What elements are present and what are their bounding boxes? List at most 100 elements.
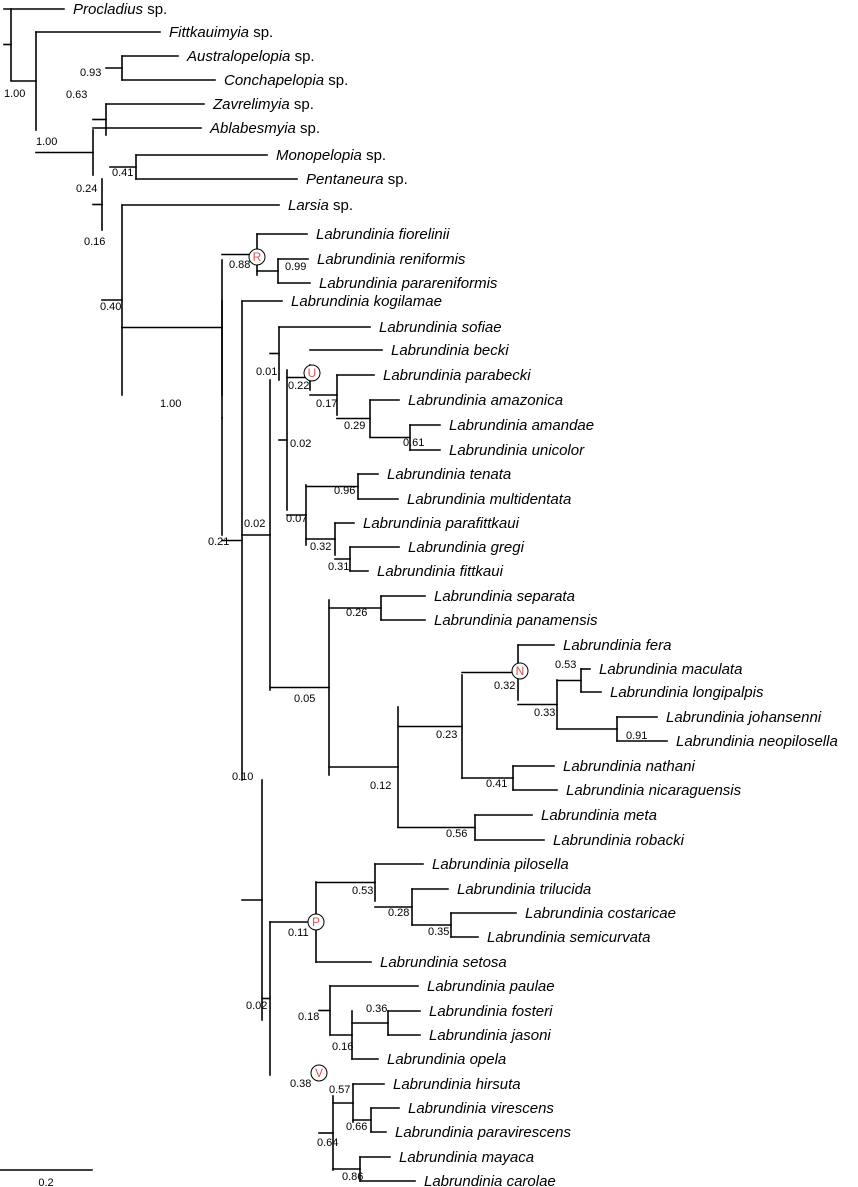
tip-label: Fittkauimyia sp. bbox=[169, 24, 273, 41]
tip-labels: Procladius sp.Fittkauimyia sp.Australope… bbox=[73, 1, 838, 1187]
clade-marker-circle bbox=[310, 1064, 328, 1082]
taxon-name: Larsia bbox=[288, 197, 329, 214]
taxon-epithet: sp. bbox=[290, 48, 314, 65]
support-value: 0.21 bbox=[208, 536, 229, 548]
tip-label: Labrundinia carolae bbox=[424, 1173, 556, 1187]
tip-label: Labrundinia separata bbox=[434, 588, 575, 605]
taxon-name: Labrundinia mayaca bbox=[399, 1149, 534, 1166]
taxon-name: Labrundinia fosteri bbox=[429, 1003, 553, 1020]
taxon-name: Labrundinia nicaraguensis bbox=[566, 782, 742, 799]
taxon-name: Labrundinia maculata bbox=[599, 661, 742, 678]
support-value: 0.33 bbox=[534, 707, 555, 719]
support-value: 0.11 bbox=[288, 927, 309, 939]
support-value: 0.12 bbox=[370, 780, 391, 792]
support-value: 1.00 bbox=[4, 88, 25, 100]
taxon-name: Labrundinia parabecki bbox=[383, 367, 531, 384]
taxon-epithet: sp. bbox=[384, 171, 408, 188]
support-value: 0.16 bbox=[84, 236, 105, 248]
tip-label: Labrundinia jasoni bbox=[429, 1027, 551, 1044]
taxon-name: Labrundinia reniformis bbox=[317, 251, 466, 268]
tip-label: Larsia sp. bbox=[288, 197, 353, 214]
tip-label: Labrundinia setosa bbox=[380, 954, 507, 971]
tip-label: Labrundinia nathani bbox=[563, 758, 695, 775]
support-value: 0.86 bbox=[342, 1171, 363, 1183]
taxon-name: Procladius bbox=[73, 1, 144, 18]
taxon-name: Pentaneura bbox=[306, 171, 384, 188]
tip-label: Labrundinia pilosella bbox=[432, 856, 569, 873]
support-value: 0.16 bbox=[332, 1041, 353, 1053]
support-value: 0.23 bbox=[436, 729, 457, 741]
taxon-name: Labrundinia costaricae bbox=[525, 905, 676, 922]
taxon-name: Ablabesmyia bbox=[209, 120, 296, 137]
taxon-name: Monopelopia bbox=[276, 147, 362, 164]
support-values: 1.001.000.240.160.630.930.410.401.000.88… bbox=[4, 67, 647, 1183]
taxon-name: Labrundinia johansenni bbox=[666, 709, 822, 726]
tip-label: Labrundinia fera bbox=[563, 637, 671, 654]
support-value: 0.66 bbox=[346, 1121, 367, 1133]
support-value: 0.31 bbox=[328, 561, 349, 573]
taxon-name: Labrundinia unicolor bbox=[449, 442, 585, 459]
support-value: 0.40 bbox=[100, 301, 121, 313]
support-value: 0.29 bbox=[344, 420, 365, 432]
taxon-name: Labrundinia semicurvata bbox=[487, 929, 650, 946]
tip-label: Zavrelimyia sp. bbox=[212, 96, 314, 113]
taxon-name: Labrundinia fiorelinii bbox=[316, 226, 450, 243]
tip-label: Labrundinia hirsuta bbox=[393, 1076, 521, 1093]
tip-label: Monopelopia sp. bbox=[276, 147, 386, 164]
taxon-name: Labrundinia fera bbox=[563, 637, 671, 654]
tree-branches bbox=[3, 8, 668, 1182]
support-value: 0.17 bbox=[316, 398, 337, 410]
taxon-name: Labrundinia multidentata bbox=[407, 491, 571, 508]
tip-label: Labrundinia paravirescens bbox=[395, 1124, 571, 1141]
tip-label: Labrundinia amazonica bbox=[408, 392, 563, 409]
tip-label: Labrundinia neopilosella bbox=[676, 733, 838, 750]
taxon-name: Labrundinia virescens bbox=[408, 1100, 554, 1117]
clade-marker-circle bbox=[303, 364, 321, 382]
clade-marker-letter: N bbox=[516, 664, 525, 678]
taxon-name: Labrundinia parafittkaui bbox=[363, 515, 520, 532]
support-value: 1.00 bbox=[160, 398, 181, 410]
tip-label: Labrundinia costaricae bbox=[525, 905, 676, 922]
tip-label: Labrundinia virescens bbox=[408, 1100, 554, 1117]
support-value: 0.36 bbox=[366, 1003, 387, 1015]
clade-marker-letter: R bbox=[253, 250, 262, 264]
support-value: 0.53 bbox=[352, 885, 373, 897]
taxon-name: Labrundinia separata bbox=[434, 588, 575, 605]
tip-label: Labrundinia opela bbox=[387, 1051, 506, 1068]
taxon-name: Labrundinia paravirescens bbox=[395, 1124, 571, 1141]
taxon-name: Labrundinia amandae bbox=[449, 417, 594, 434]
tip-label: Labrundinia paulae bbox=[427, 978, 555, 995]
taxon-epithet: sp. bbox=[249, 24, 273, 41]
clade-marker-circle bbox=[511, 662, 529, 680]
tip-label: Conchapelopia sp. bbox=[224, 72, 348, 89]
support-value: 0.53 bbox=[555, 659, 576, 671]
support-value: 0.28 bbox=[388, 907, 409, 919]
taxon-name: Labrundinia amazonica bbox=[408, 392, 563, 409]
taxon-name: Labrundinia pilosella bbox=[432, 856, 569, 873]
clade-marker-circle bbox=[307, 913, 325, 931]
support-value: 0.32 bbox=[310, 541, 331, 553]
tip-label: Labrundinia nicaraguensis bbox=[566, 782, 742, 799]
taxon-name: Labrundinia paulae bbox=[427, 978, 555, 995]
support-value: 0.02 bbox=[246, 1000, 267, 1012]
tip-label: Labrundinia robacki bbox=[553, 832, 685, 849]
tip-label: Procladius sp. bbox=[73, 1, 167, 18]
tip-label: Labrundinia semicurvata bbox=[487, 929, 650, 946]
support-value: 0.41 bbox=[486, 778, 507, 790]
taxon-name: Labrundinia robacki bbox=[553, 832, 685, 849]
support-value: 0.41 bbox=[112, 167, 133, 179]
support-value: 0.07 bbox=[286, 513, 307, 525]
taxon-name: Labrundinia sofiae bbox=[379, 319, 502, 336]
tip-label: Labrundinia gregi bbox=[408, 539, 525, 556]
tip-label: Labrundinia maculata bbox=[599, 661, 742, 678]
taxon-epithet: sp. bbox=[362, 147, 386, 164]
clade-marker-letter: V bbox=[315, 1066, 323, 1080]
taxon-name: Labrundinia jasoni bbox=[429, 1027, 551, 1044]
support-value: 0.01 bbox=[256, 366, 277, 378]
clade-marker-letter: P bbox=[312, 915, 320, 929]
taxon-name: Zavrelimyia bbox=[212, 96, 290, 113]
taxon-name: Labrundinia carolae bbox=[424, 1173, 556, 1187]
support-value: 1.00 bbox=[36, 136, 57, 148]
